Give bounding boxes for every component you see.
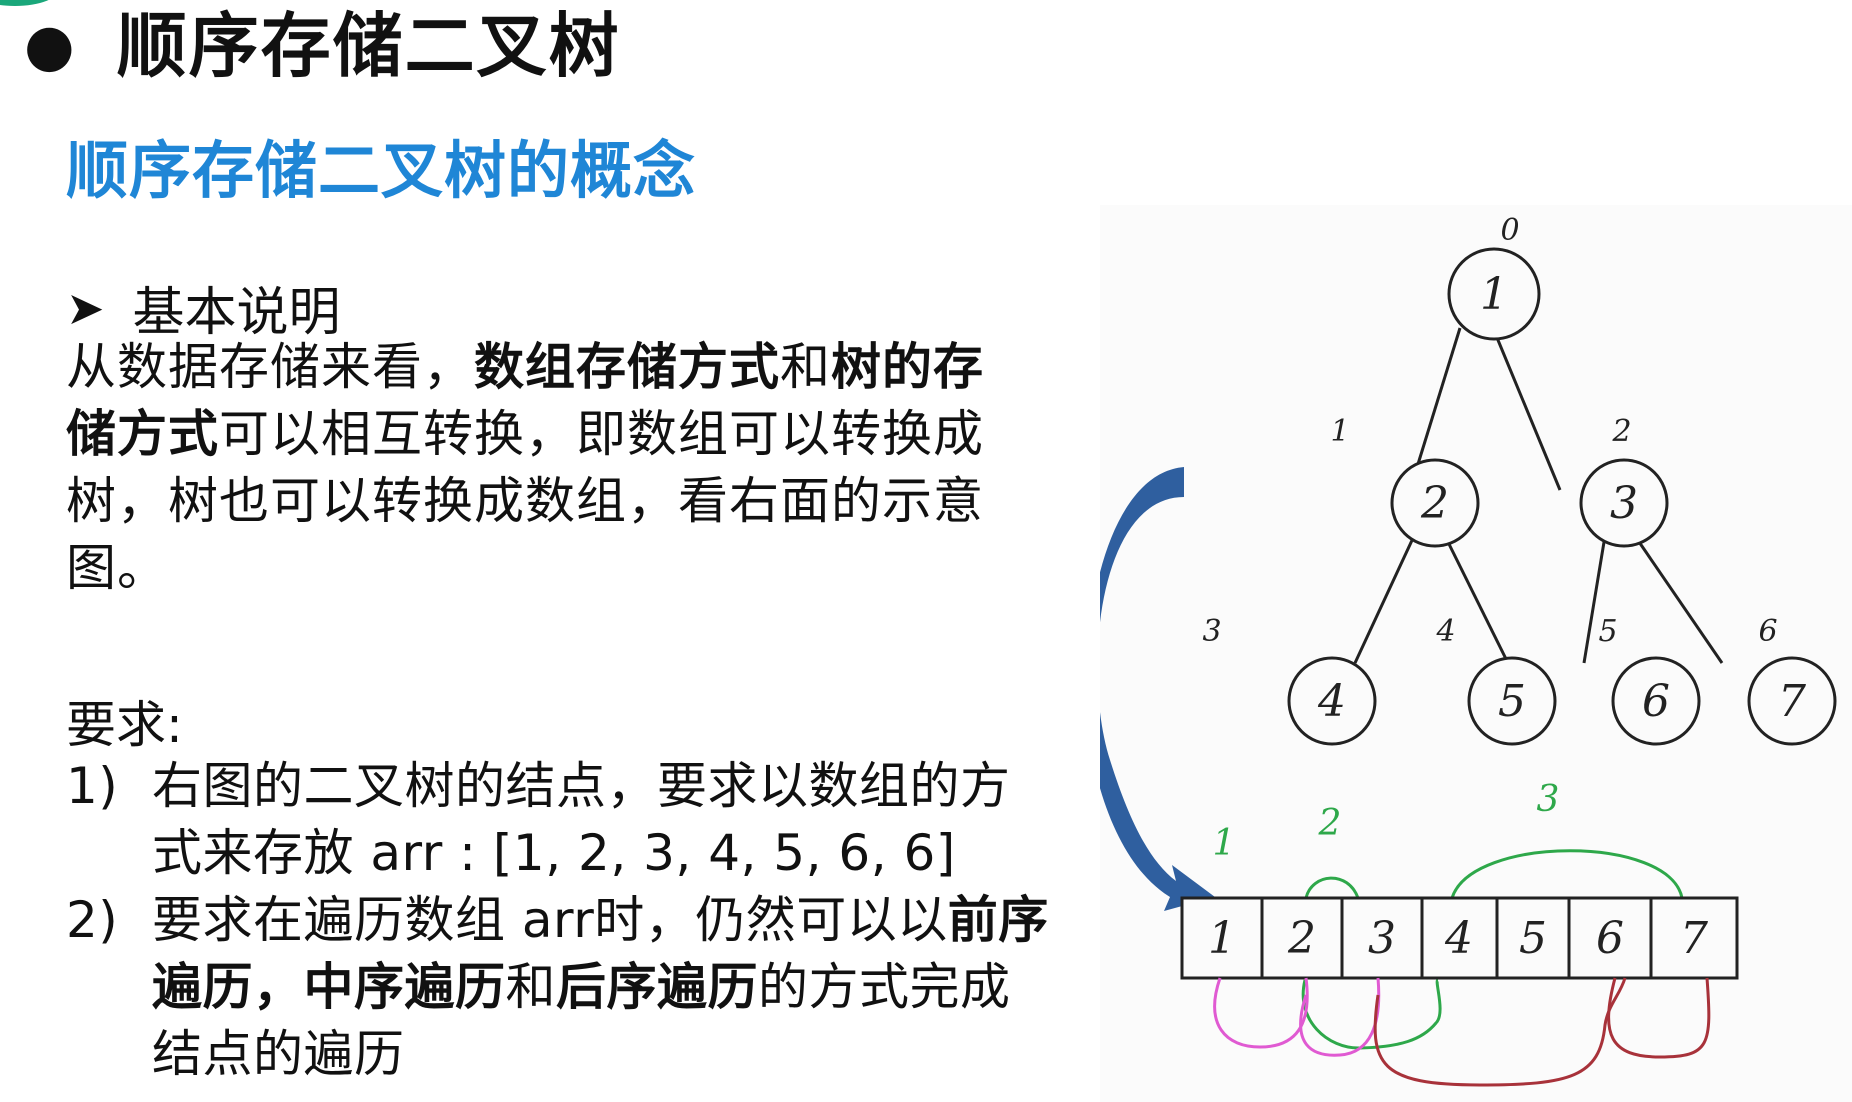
green-arc-large xyxy=(1450,849,1684,899)
tree-node-label-2: 2 xyxy=(1420,478,1449,529)
section-heading-text: 基本说明 xyxy=(132,283,341,343)
description-text-1: 从数据存储来看， xyxy=(66,338,474,396)
tree-node-3 xyxy=(1579,458,1669,548)
green-traversal-arcs xyxy=(1301,849,1684,1050)
requirement-2-text-1: 要求在遍历数组 arr时，仍然可以以 xyxy=(152,891,948,949)
green-arc-under xyxy=(1301,978,1442,1050)
title-row: ● 顺序存储二叉树 xyxy=(24,0,621,87)
tree-edge-1-3 xyxy=(1491,327,1562,491)
array-cell-label-1: 1 xyxy=(1208,913,1236,964)
tree-node-label-1: 1 xyxy=(1480,269,1508,320)
requirement-2-text-3: 的方式完成结点的遍历 xyxy=(152,958,1011,1083)
array-cell-1 xyxy=(1180,896,1264,980)
array-cell-4 xyxy=(1420,896,1499,980)
tree-array-diagram: 1 2 3 4 5 6 7 0 1 2 3 4 5 6 xyxy=(1100,205,1852,1102)
array-cell-3 xyxy=(1340,896,1424,980)
requirement-2-text-2: 和 xyxy=(505,958,556,1016)
requirement-item-1: 1) 右图的二叉树的结点，要求以数组的方式来存放 arr : [1, 2, 3,… xyxy=(66,753,1056,887)
tree-node-label-6: 6 xyxy=(1642,676,1670,727)
tree-index-label-0: 0 xyxy=(1500,213,1519,248)
tree-index-label-4: 4 xyxy=(1435,614,1455,649)
tree-edges xyxy=(1353,327,1724,664)
tree-node-4 xyxy=(1287,656,1377,746)
tree-node-1 xyxy=(1447,247,1541,341)
corner-accent xyxy=(0,0,60,6)
darkred-arc-1 xyxy=(1373,977,1627,1087)
magenta-arc-1 xyxy=(1213,977,1309,1049)
tree-index-label-1: 1 xyxy=(1330,414,1349,449)
tree-node-2 xyxy=(1390,458,1480,548)
requirement-item-2: 2) 要求在遍历数组 arr时，仍然可以以前序遍历，中序遍历和后序遍历的方式完成… xyxy=(66,887,1056,1088)
tree-node-5 xyxy=(1467,656,1557,746)
array-cell-label-4: 4 xyxy=(1444,913,1473,964)
diagram-svg: 1 2 3 4 5 6 7 0 1 2 3 4 5 6 xyxy=(1100,213,1837,1087)
description-paragraph: 从数据存储来看，数组存储方式和树的存储方式可以相互转换，即数组可以转换成树，树也… xyxy=(66,334,1016,602)
array-cell-7 xyxy=(1649,896,1739,980)
tree-node-7 xyxy=(1747,656,1837,746)
requirement-text-1: 右图的二叉树的结点，要求以数组的方式来存放 arr : [1, 2, 3, 4,… xyxy=(152,757,1011,882)
description-bold-1: 数组存储方式 xyxy=(474,338,780,396)
tree-edge-2-5 xyxy=(1443,535,1510,664)
tree-index-label-3: 3 xyxy=(1202,614,1221,649)
slide-title: 顺序存储二叉树 xyxy=(116,4,621,87)
description-bold-2: 树的存储方式 xyxy=(66,338,984,463)
arrow-bullet-icon: ➤ xyxy=(66,280,105,335)
requirement-number-1: 1) xyxy=(66,757,119,815)
tree-index-label-5: 5 xyxy=(1598,614,1617,649)
tree-node-label-5: 5 xyxy=(1498,676,1526,727)
array-cell-label-3: 3 xyxy=(1368,913,1396,964)
traversal-label-1: 1 xyxy=(1213,823,1236,864)
array-cell-label-6: 6 xyxy=(1596,913,1624,964)
section-heading: ➤ 基本说明 xyxy=(66,270,341,345)
tree-node-label-7: 7 xyxy=(1778,676,1806,727)
darkred-arc-2 xyxy=(1607,977,1711,1059)
requirement-2-bold-1: 前序遍历，中序遍历 xyxy=(152,891,1049,1016)
tree-node-label-3: 3 xyxy=(1610,478,1638,529)
tree-node-label-4: 4 xyxy=(1317,676,1346,727)
description-text-2: 和 xyxy=(780,338,831,396)
darkred-traversal-arcs xyxy=(1373,977,1711,1087)
magenta-traversal-arcs xyxy=(1213,977,1381,1057)
requirements-title: 要求: xyxy=(66,696,183,754)
tree-edge-2-4 xyxy=(1353,535,1416,664)
requirement-2-bold-2: 后序遍历 xyxy=(556,958,758,1016)
array-cells xyxy=(1180,896,1739,980)
title-bullet-icon: ● xyxy=(24,11,75,79)
array-cell-6 xyxy=(1567,896,1653,980)
requirements-list: 1) 右图的二叉树的结点，要求以数组的方式来存放 arr : [1, 2, 3,… xyxy=(66,753,1056,1088)
traversal-label-3: 3 xyxy=(1537,779,1560,820)
tree-index-label-6: 6 xyxy=(1758,614,1777,649)
array-cell-label-5: 5 xyxy=(1519,913,1547,964)
tree-index-label-2: 2 xyxy=(1611,414,1631,449)
tree-node-6 xyxy=(1611,656,1701,746)
tree-edge-3-7 xyxy=(1633,535,1724,664)
description-text-3: 可以相互转换，即数组可以转换成树，树也可以转换成数组，看右面的示意图。 xyxy=(66,405,984,597)
green-arc-small xyxy=(1304,876,1360,899)
requirement-text-2: 要求在遍历数组 arr时，仍然可以以前序遍历，中序遍历和后序遍历的方式完成结点的… xyxy=(152,887,1056,1088)
requirement-number-2: 2) xyxy=(66,891,119,949)
array-cell-label-7: 7 xyxy=(1680,913,1708,964)
array-cell-label-2: 2 xyxy=(1287,913,1316,964)
traversal-label-2: 2 xyxy=(1318,803,1342,844)
tree-edge-3-6 xyxy=(1582,535,1607,664)
conversion-arrow-icon xyxy=(1100,467,1215,911)
slide-subtitle: 顺序存储二叉树的概念 xyxy=(66,134,697,207)
